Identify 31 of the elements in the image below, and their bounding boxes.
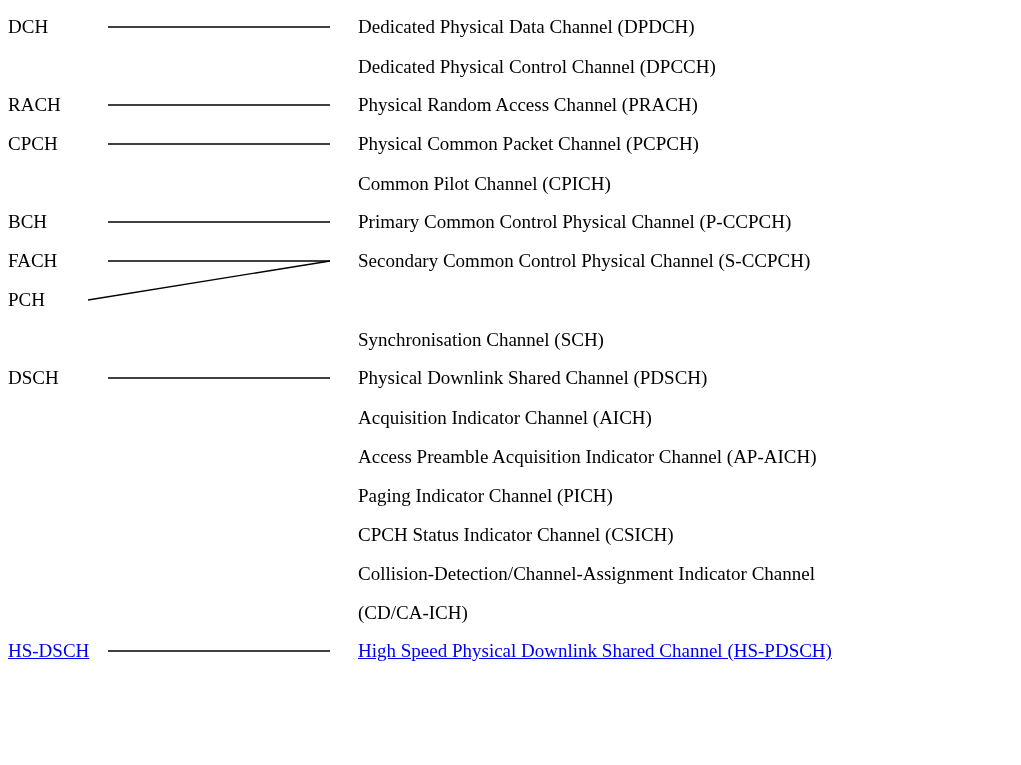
connector-line bbox=[107, 104, 331, 106]
physical-channel-name: Dedicated Physical Data Channel (DPDCH) bbox=[330, 12, 695, 42]
physical-channel-name: CPCH Status Indicator Channel (CSICH) bbox=[358, 522, 675, 547]
physical-channel-name: Physical Downlink Shared Channel (PDSCH) bbox=[330, 363, 708, 393]
connector-line bbox=[107, 377, 331, 379]
transport-channel-name: FACH bbox=[8, 246, 108, 276]
physical-channel-name: Common Pilot Channel (CPICH) bbox=[358, 171, 612, 196]
connector-line bbox=[87, 260, 331, 301]
connector-line bbox=[107, 650, 331, 652]
physical-channel-name: Access Preamble Acquisition Indicator Channel (AP-AICH) bbox=[358, 444, 818, 469]
transport-channel-name: DCH bbox=[8, 12, 108, 42]
transport-channel-name: DSCH bbox=[8, 363, 108, 393]
physical-channel-name: Dedicated Physical Control Channel (DPCCH) bbox=[358, 54, 717, 79]
physical-channel-name: Synchronisation Channel (SCH) bbox=[358, 327, 605, 352]
physical-channel-name: Secondary Common Control Physical Channel (S-CCPCH) bbox=[330, 246, 811, 276]
connector-line bbox=[107, 26, 331, 28]
connector-line bbox=[107, 260, 331, 262]
transport-channel-name: BCH bbox=[8, 207, 108, 237]
transport-channel-name: RACH bbox=[8, 90, 108, 120]
link: High Speed Physical Downlink Shared Channel (HS-PDSCH) bbox=[330, 636, 832, 666]
connector-line bbox=[107, 143, 331, 145]
transport-channel-name: CPCH bbox=[8, 129, 108, 159]
physical-channel-name: Collision-Detection/Channel-Assignment Indicator Channel (CD/CA-ICH) bbox=[358, 561, 816, 625]
physical-channel-name: Primary Common Control Physical Channel (P-CCPCH) bbox=[330, 207, 792, 237]
physical-channel-name: Physical Common Packet Channel (PCPCH) bbox=[330, 129, 699, 159]
transport-channel-name: PCH bbox=[8, 285, 88, 315]
physical-channel-name: Physical Random Access Channel (PRACH) bbox=[330, 90, 698, 120]
physical-channel-name: Acquisition Indicator Channel (AICH) bbox=[358, 405, 653, 430]
connector-line bbox=[107, 221, 331, 223]
link: HS-DSCH bbox=[8, 636, 108, 666]
physical-channel-name: Paging Indicator Channel (PICH) bbox=[358, 483, 614, 508]
